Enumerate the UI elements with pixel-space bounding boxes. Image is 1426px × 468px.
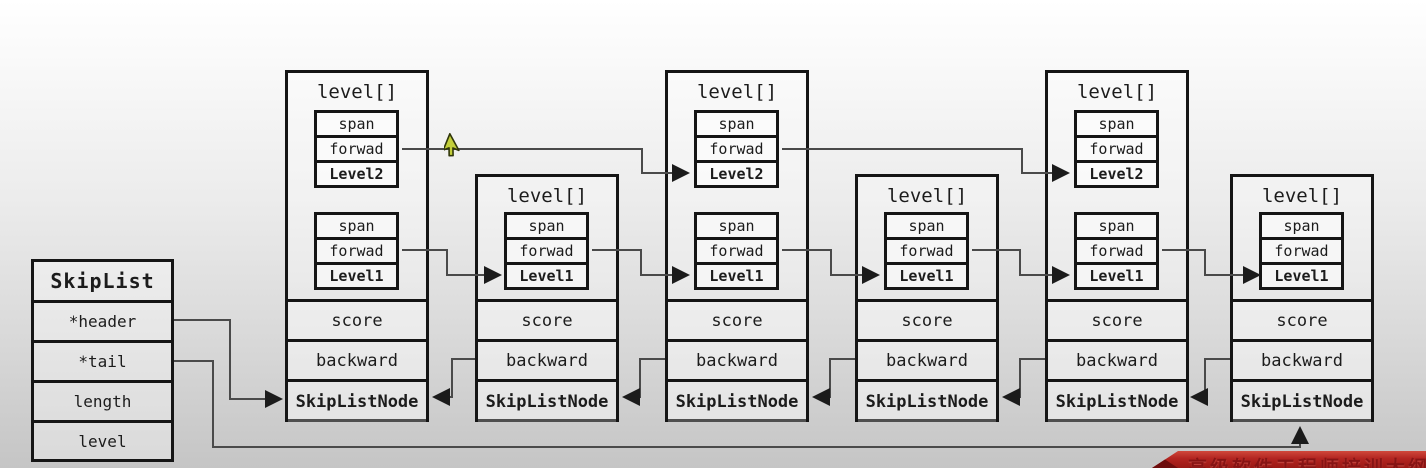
forward-label: forwad (1077, 135, 1156, 160)
span-label: span (1098, 217, 1135, 235)
level-array-label: level[] (886, 185, 968, 207)
node-type-label: SkipListNode (478, 379, 616, 422)
skiplistnode-3: level[] span forwad Level2 span forwad L… (665, 70, 809, 422)
skiplistnode-2: level[] span forwad Level1 score backwar… (475, 174, 619, 422)
mouse-cursor-icon (444, 132, 460, 157)
level2-label: Level2 (317, 160, 396, 185)
skiplistnode-4: level[] span forwad Level1 score backwar… (855, 174, 999, 422)
span-label: span (908, 217, 945, 235)
level1-label: Level1 (887, 262, 966, 287)
span-label: span (718, 217, 755, 235)
score-field: score (668, 299, 806, 339)
span-label: span (718, 115, 755, 133)
level-array-label: level[] (1076, 81, 1158, 103)
level1-entry: span forwad Level1 (884, 212, 969, 290)
level1-label: Level1 (1262, 262, 1341, 287)
node-type-label: SkipListNode (1233, 379, 1371, 422)
banner-fold-wedge (1152, 451, 1178, 468)
backward-field: backward (1048, 339, 1186, 379)
forward-label: forwad (317, 135, 396, 160)
skiplist-struct-box: SkipList *header *tail length level (31, 259, 174, 462)
forward-label: forwad (507, 237, 586, 262)
span-label: span (528, 217, 565, 235)
field-length: length (34, 380, 171, 420)
node-type-label: SkipListNode (668, 379, 806, 422)
arrow-node-3.Level2.forwad-to-node-5.Level2 (782, 148, 1070, 182)
forward-label: forwad (1262, 237, 1341, 262)
span-label: span (1283, 217, 1320, 235)
level2-label: Level2 (1077, 160, 1156, 185)
field-header: *header (34, 300, 171, 340)
level-array-label: level[] (1261, 185, 1343, 207)
forward-label: forwad (1077, 237, 1156, 262)
arrow-skiplist.*header-to-node-1.SkipListNode (174, 319, 283, 408)
backward-field: backward (858, 339, 996, 379)
forward-label: forwad (317, 237, 396, 262)
score-field: score (1233, 299, 1371, 339)
node-type-label: SkipListNode (858, 379, 996, 422)
level1-entry: span forwad Level1 (504, 212, 589, 290)
skiplistnode-1: level[] span forwad Level2 span forwad L… (285, 70, 429, 422)
level1-entry: span forwad Level1 (314, 212, 399, 290)
field-level: level (34, 420, 171, 460)
banner-text: 高级软件工程师培训大纲 (1188, 457, 1426, 468)
skiplistnode-5: level[] span forwad Level2 span forwad L… (1045, 70, 1189, 422)
level-array-label: level[] (506, 185, 588, 207)
level1-label: Level1 (507, 262, 586, 287)
node-type-label: SkipListNode (288, 379, 426, 422)
node-type-label: SkipListNode (1048, 379, 1186, 422)
arrow-node-4.backward-to-node-3.SkipListNode (812, 358, 855, 406)
backward-field: backward (668, 339, 806, 379)
score-field: score (288, 299, 426, 339)
level2-label: Level2 (697, 160, 776, 185)
backward-field: backward (478, 339, 616, 379)
forward-label: forwad (887, 237, 966, 262)
level2-entry: span forwad Level2 (694, 110, 779, 188)
level1-entry: span forwad Level1 (1259, 212, 1344, 290)
level1-entry: span forwad Level1 (694, 212, 779, 290)
field-tail: *tail (34, 340, 171, 380)
score-field: score (1048, 299, 1186, 339)
arrow-node-3.backward-to-node-2.SkipListNode (622, 358, 665, 406)
level1-label: Level1 (1077, 262, 1156, 287)
arrow-node-2.backward-to-node-1.SkipListNode (432, 358, 475, 406)
arrow-node-6.backward-to-node-5.SkipListNode (1190, 358, 1230, 406)
level2-entry: span forwad Level2 (1074, 110, 1159, 188)
score-field: score (858, 299, 996, 339)
level1-label: Level1 (317, 262, 396, 287)
backward-field: backward (1233, 339, 1371, 379)
level1-label: Level1 (697, 262, 776, 287)
span-label: span (338, 115, 375, 133)
skiplistnode-6: level[] span forwad Level1 score backwar… (1230, 174, 1374, 422)
forward-label: forwad (697, 237, 776, 262)
skiplist-title: SkipList (50, 269, 155, 293)
level1-entry: span forwad Level1 (1074, 212, 1159, 290)
span-label: span (1098, 115, 1135, 133)
backward-field: backward (288, 339, 426, 379)
level-array-label: level[] (316, 81, 398, 103)
red-ribbon-banner: 高级软件工程师培训大纲 (1152, 451, 1426, 468)
span-label: span (338, 217, 375, 235)
score-field: score (478, 299, 616, 339)
forward-label: forwad (697, 135, 776, 160)
level2-entry: span forwad Level2 (314, 110, 399, 188)
level-array-label: level[] (696, 81, 778, 103)
arrow-node-5.backward-to-node-4.SkipListNode (1002, 358, 1045, 406)
